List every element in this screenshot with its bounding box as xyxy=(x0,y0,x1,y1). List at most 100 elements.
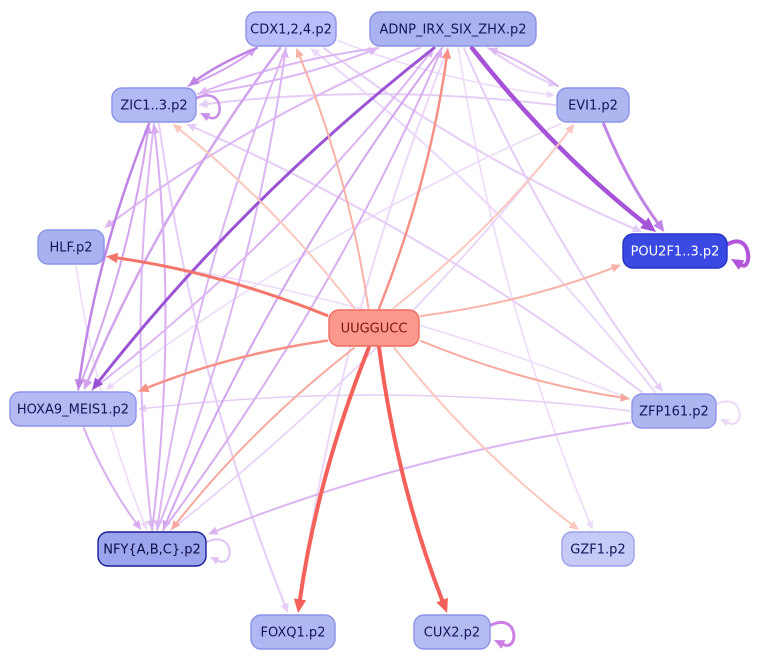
edge-arrowhead-icon xyxy=(720,419,730,427)
edge-evi1-hoxa9 xyxy=(105,123,562,390)
edge-zic-adnp xyxy=(197,47,379,95)
node-box-adnp[interactable] xyxy=(369,11,537,47)
node-box-hoxa9[interactable] xyxy=(9,391,137,427)
node-box-nfy[interactable] xyxy=(97,531,207,567)
node-foxq1[interactable]: FOXQ1.p2 xyxy=(250,614,336,650)
node-cdx[interactable]: CDX1,2,4.p2 xyxy=(245,11,337,47)
edge-arrowhead-icon xyxy=(731,259,745,270)
edge-layer xyxy=(74,40,751,649)
node-label-cdx: CDX1,2,4.p2 xyxy=(250,23,332,38)
edge-cdx-hoxa9 xyxy=(83,46,282,390)
edge-arrowhead-icon xyxy=(367,47,379,56)
edge-arrowhead-icon xyxy=(208,526,219,535)
node-layer: CDX1,2,4.p2 ADNP_IRX_SIX_ZHX.p2ZIC1..3.p2… xyxy=(9,11,728,650)
edge-arrowhead-icon xyxy=(441,48,452,60)
edge-arrowhead-icon xyxy=(436,597,448,613)
edge-uug-cux2 xyxy=(377,346,448,613)
node-hlf[interactable]: HLF.p2 xyxy=(37,229,105,265)
edge-line xyxy=(215,421,631,532)
edge-uug-pou2f1 xyxy=(420,264,621,317)
edge-line xyxy=(298,55,370,309)
node-box-hlf[interactable] xyxy=(37,229,105,265)
node-label-evi1: EVI1.p2 xyxy=(568,99,618,114)
edge-line xyxy=(392,130,570,309)
edge-arrowhead-icon xyxy=(488,47,499,56)
edge-line xyxy=(146,339,329,389)
node-adnp[interactable]: ADNP_IRX_SIX_ZHX.p2 xyxy=(369,11,537,47)
node-box-cdx[interactable] xyxy=(245,11,337,47)
node-hoxa9[interactable]: HOXA9_MEIS1.p2 xyxy=(9,391,137,427)
edge-line xyxy=(193,126,643,393)
edge-line xyxy=(457,47,591,524)
node-box-zfp161[interactable] xyxy=(631,393,717,429)
edge-arrowhead-icon xyxy=(140,520,148,530)
edge-arrowhead-icon xyxy=(586,520,593,530)
edge-line xyxy=(110,47,421,224)
edge-zic-zic xyxy=(195,94,221,121)
node-box-pou2f1[interactable] xyxy=(622,233,728,269)
edge-line xyxy=(462,47,659,386)
edge-line xyxy=(115,256,329,317)
node-zfp161[interactable]: ZFP161.p2 xyxy=(631,393,717,429)
edge-line xyxy=(82,427,137,524)
node-cux2[interactable]: CUX2.p2 xyxy=(413,614,491,650)
node-label-zfp161: ZFP161.p2 xyxy=(639,405,709,420)
edge-line xyxy=(393,347,573,526)
edge-line xyxy=(77,132,149,391)
edge-uug-adnp xyxy=(378,48,452,310)
edge-zfp161-hoxa9 xyxy=(138,394,631,412)
self-loop-line xyxy=(716,400,741,425)
edge-zic-foxq1 xyxy=(158,123,289,613)
edge-arrowhead-icon xyxy=(188,76,200,86)
edge-uug-hoxa9 xyxy=(138,339,329,392)
edge-line xyxy=(91,54,430,391)
edge-pou2f1-pou2f1 xyxy=(726,239,751,270)
edge-arrowhead-icon xyxy=(92,377,104,390)
edge-line xyxy=(469,45,647,226)
edge-zfp161-zic xyxy=(186,123,643,393)
node-box-zic[interactable] xyxy=(111,87,197,123)
edge-cdx-zic xyxy=(188,46,258,86)
node-zic[interactable]: ZIC1..3.p2 xyxy=(111,87,197,123)
edge-uug-gzf1 xyxy=(393,347,579,530)
node-label-nfy: NFY{A,B,C}.p2 xyxy=(103,543,201,558)
edge-line xyxy=(420,267,614,317)
edge-arrowhead-icon xyxy=(620,393,630,402)
node-box-foxq1[interactable] xyxy=(250,614,336,650)
edge-line xyxy=(157,47,287,522)
edge-line xyxy=(139,123,155,522)
edge-evi1-adnp xyxy=(488,47,559,87)
node-label-pou2f1: POU2F1..3.p2 xyxy=(631,245,720,260)
edge-adnp-hoxa9 xyxy=(92,46,436,390)
edge-arrowhead-icon xyxy=(631,224,643,233)
edge-line xyxy=(86,46,282,382)
node-evi1[interactable]: EVI1.p2 xyxy=(556,87,630,123)
node-box-cux2[interactable] xyxy=(413,614,491,650)
edge-line xyxy=(377,346,445,603)
self-loop-line xyxy=(726,239,751,268)
edge-arrowhead-icon xyxy=(83,378,93,390)
node-nfy[interactable]: NFY{A,B,C}.p2 xyxy=(97,531,207,567)
edge-nfy-adnp xyxy=(161,48,443,531)
edge-line xyxy=(195,46,258,82)
edge-line xyxy=(316,52,656,393)
edge-line xyxy=(197,50,371,95)
edge-arrowhead-icon xyxy=(210,557,220,565)
edge-uug-evi1 xyxy=(392,124,575,309)
node-box-uug[interactable] xyxy=(328,309,420,347)
node-uug[interactable]: UUGGUCC xyxy=(328,309,420,347)
edge-line xyxy=(322,47,635,230)
node-label-uug: UUGGUCC xyxy=(341,322,408,337)
self-loop-line xyxy=(206,538,231,563)
node-box-gzf1[interactable] xyxy=(561,531,635,567)
edge-arrowhead-icon xyxy=(494,640,506,649)
node-label-zic: ZIC1..3.p2 xyxy=(120,99,187,114)
node-gzf1[interactable]: GZF1.p2 xyxy=(561,531,635,567)
node-label-gzf1: GZF1.p2 xyxy=(570,543,625,558)
edge-adnp-zfp161 xyxy=(462,47,664,392)
edge-line xyxy=(175,347,355,524)
node-pou2f1[interactable]: POU2F1..3.p2 xyxy=(622,233,728,269)
edge-line xyxy=(97,46,436,383)
node-box-evi1[interactable] xyxy=(556,87,630,123)
